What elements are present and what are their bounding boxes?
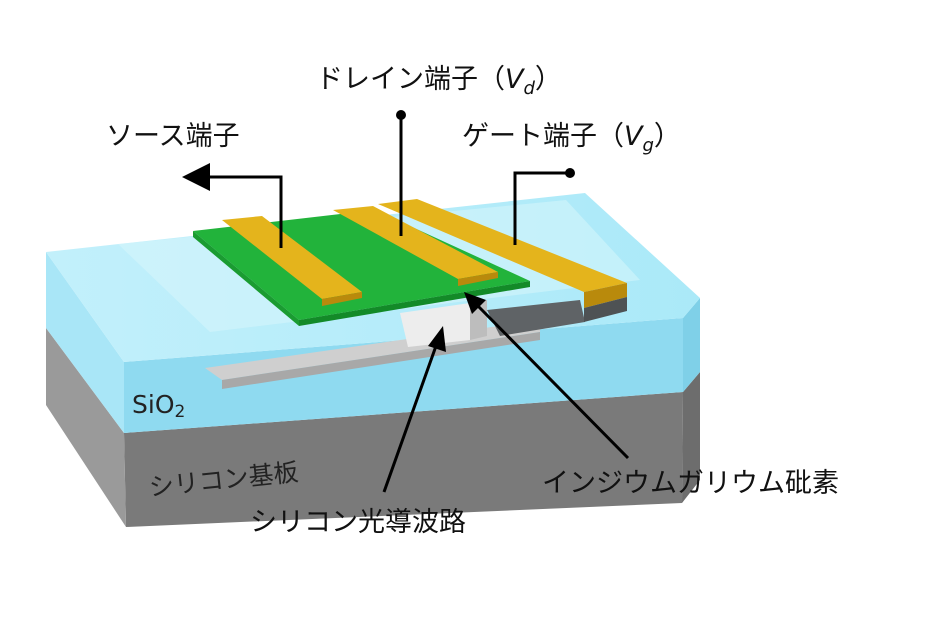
- drain-electrode-front: [458, 272, 498, 286]
- sio2-label: SiO2: [132, 390, 185, 422]
- gate-electrode-top: [378, 199, 627, 292]
- ingaas-leader-line: [476, 304, 630, 460]
- waveguide-leader-line: [382, 345, 438, 493]
- gate-leader-line: [513, 171, 570, 245]
- silicon-substrate: [46, 328, 700, 527]
- source-terminal-label: ソース端子: [106, 121, 240, 152]
- sio2-left-face: [46, 252, 124, 433]
- gate-electrode-side-shadow: [584, 297, 627, 322]
- source-electrode-top: [222, 216, 362, 299]
- waveguide-right-shadow: [487, 300, 585, 336]
- source-electrode-front: [322, 292, 362, 306]
- ingaas-arrowhead: [464, 292, 486, 314]
- substrate-left-face: [46, 328, 126, 527]
- drain-terminal-label: ドレイン端子（Vd）: [316, 64, 562, 99]
- source-arrowhead: [182, 163, 210, 191]
- sio2-right-face: [683, 298, 700, 392]
- gate-leader-dot: [565, 168, 575, 178]
- waveguide-front: [222, 332, 540, 389]
- source-leader-line: [210, 175, 283, 248]
- substrate-front-face: [124, 392, 683, 527]
- sio2-front-face: [124, 318, 683, 433]
- waveguide-center-block: [400, 303, 470, 347]
- gate-terminal-label: ゲート端子（Vg）: [462, 121, 681, 156]
- leader-lines: [182, 110, 630, 493]
- silicon-waveguide: [205, 300, 585, 389]
- ingaas-left: [193, 231, 299, 326]
- silicon-waveguide-label: シリコン光導波路: [250, 507, 466, 538]
- gate-electrode: [378, 199, 627, 322]
- drain-leader-dot: [396, 110, 406, 120]
- ingaas-label: インジウムガリウム砒素: [542, 468, 839, 499]
- source-electrode: [222, 216, 362, 306]
- drain-electrode-top: [333, 206, 498, 279]
- drain-electrode: [333, 206, 498, 286]
- gate-electrode-front: [584, 283, 627, 308]
- substrate-right-face: [682, 372, 700, 503]
- ingaas-front: [299, 281, 530, 326]
- waveguide-arrowhead: [428, 326, 446, 352]
